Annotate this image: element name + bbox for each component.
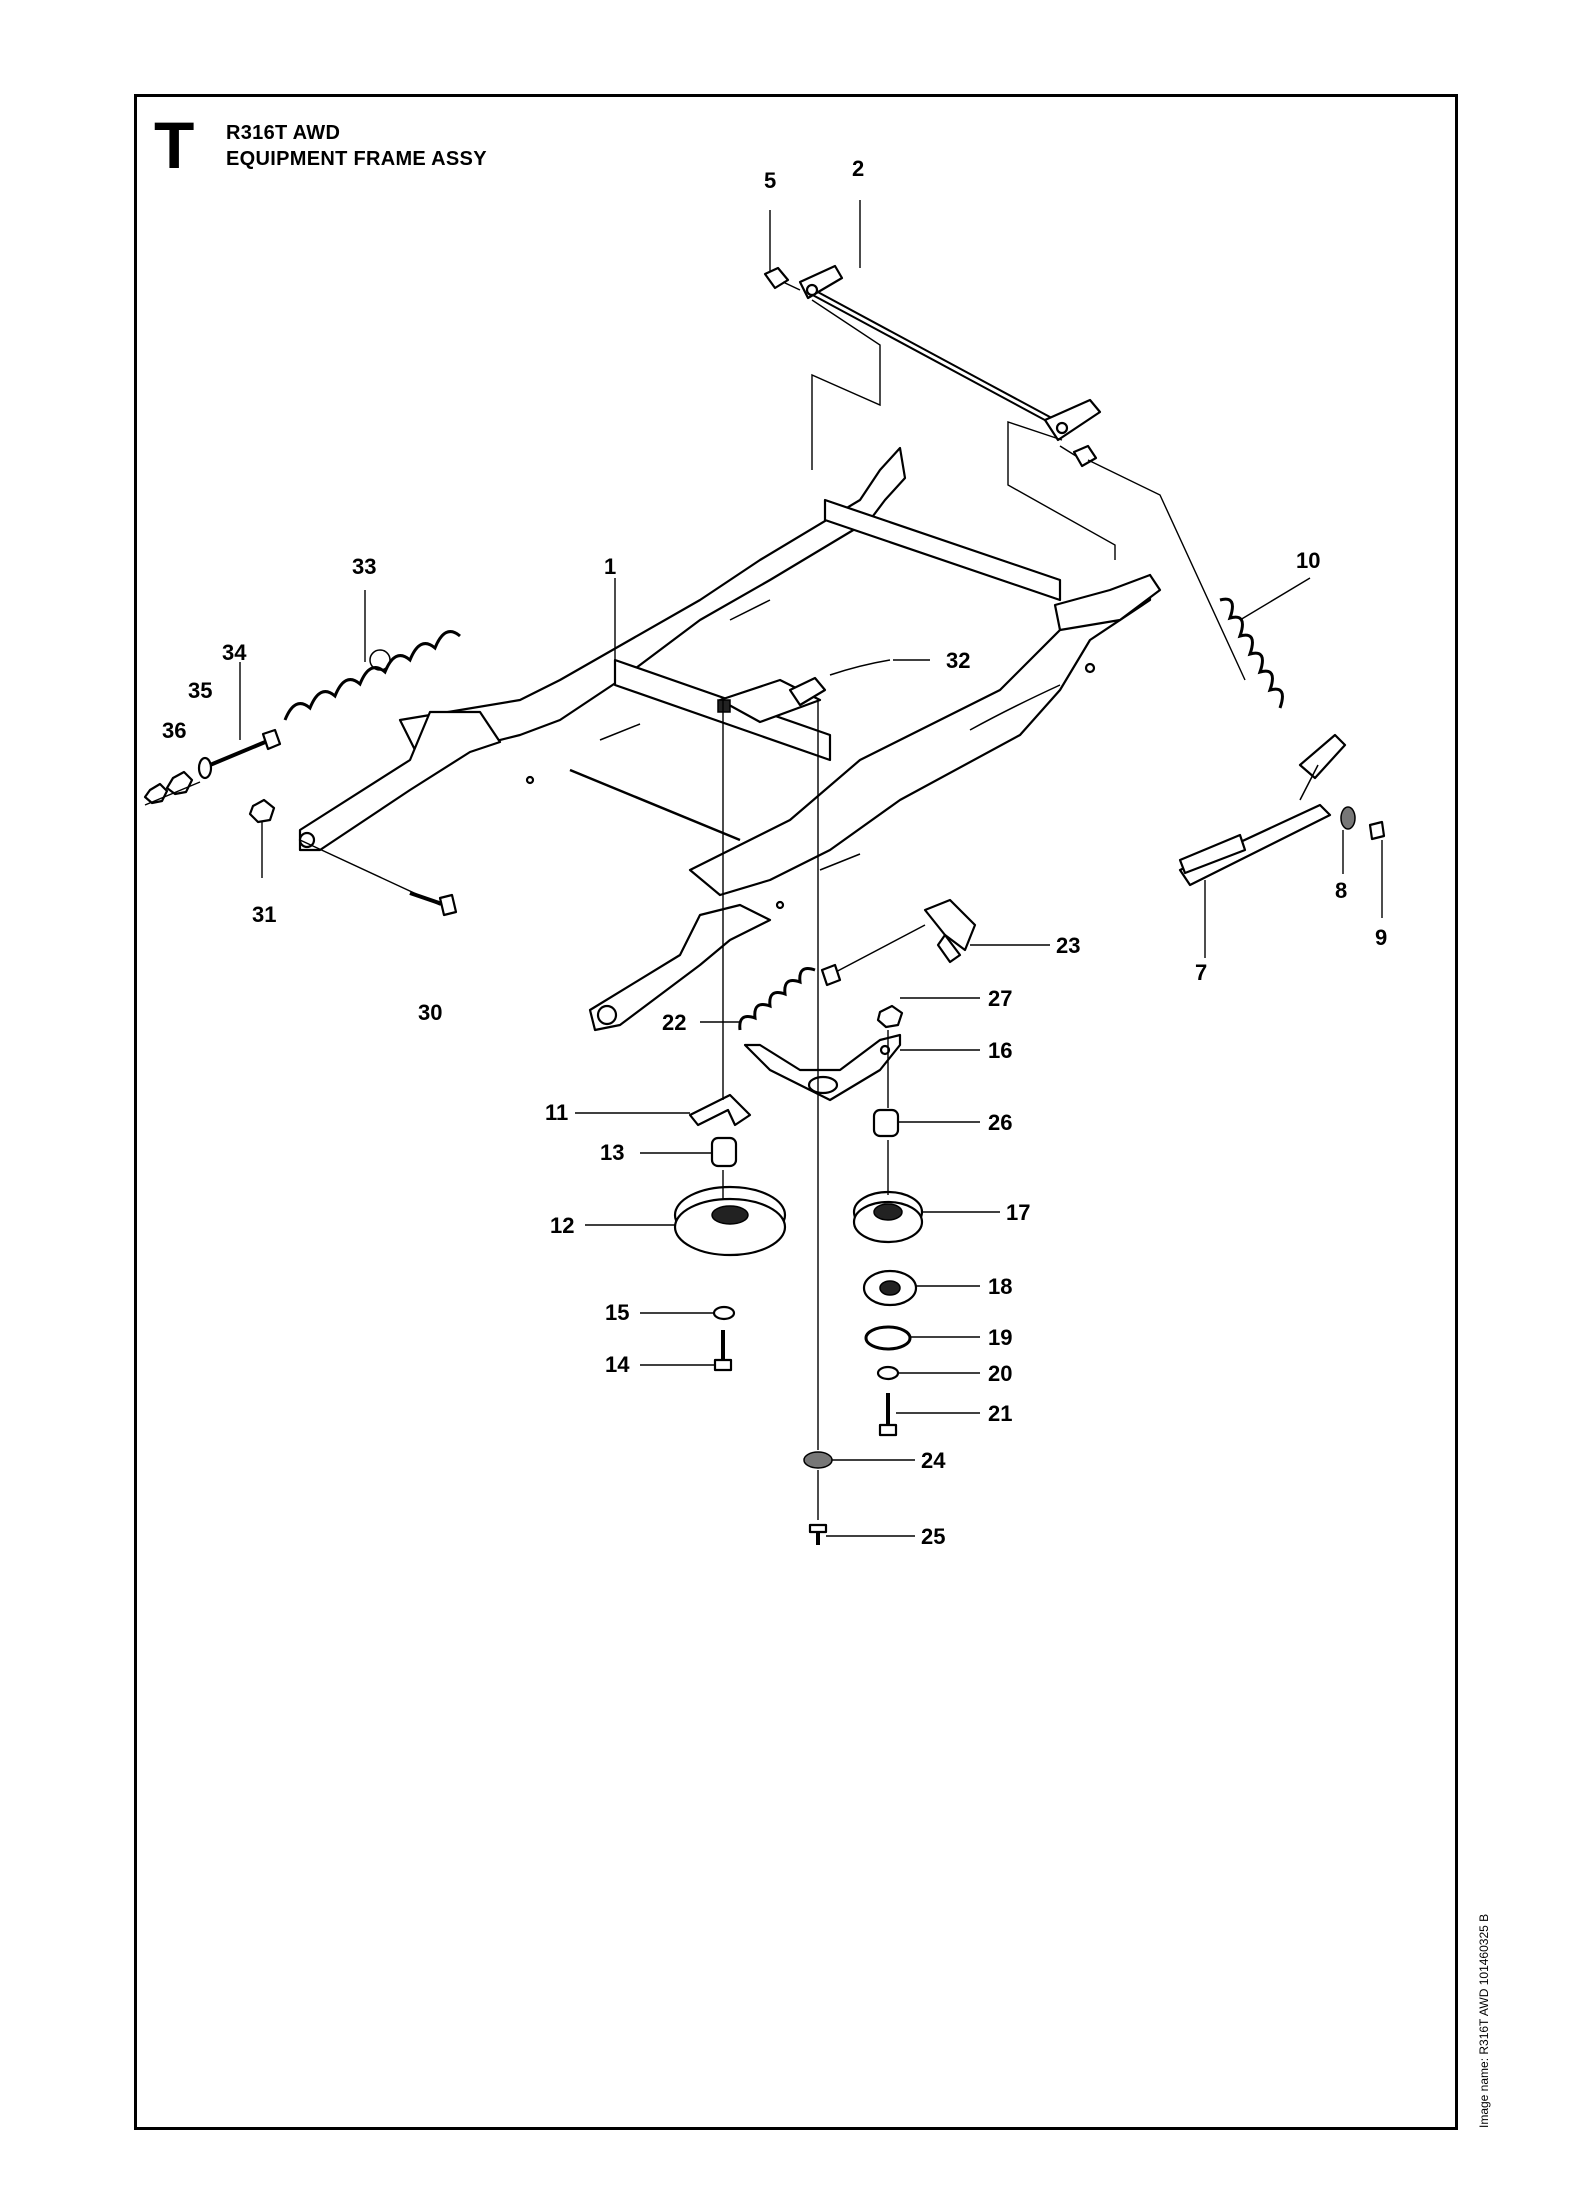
part-27-nut xyxy=(876,1004,904,1029)
callout-1: 1 xyxy=(604,554,616,579)
part-14-bolt xyxy=(713,1330,733,1372)
part-33-spring xyxy=(283,630,461,721)
part-9-screw xyxy=(1368,820,1386,841)
callout-labels: 1 2 5 7 8 9 10 11 12 13 14 15 16 17 18 1… xyxy=(162,156,1387,1549)
part-10-spring xyxy=(1219,597,1284,709)
callout-25: 25 xyxy=(921,1524,945,1549)
part-36-nut xyxy=(143,770,201,806)
callout-7: 7 xyxy=(1195,960,1207,985)
part-20-washer xyxy=(876,1365,900,1381)
assembly-guides xyxy=(811,299,1246,681)
part-5-bolt xyxy=(763,266,801,291)
callout-19: 19 xyxy=(988,1325,1012,1350)
part-31-nut xyxy=(248,798,276,878)
callout-12: 12 xyxy=(550,1213,574,1238)
part-1-main-frame xyxy=(298,446,1162,1032)
callout-23: 23 xyxy=(1056,933,1080,958)
callout-36: 36 xyxy=(162,718,186,743)
part-30-bolt xyxy=(299,839,458,917)
callout-33: 33 xyxy=(352,554,376,579)
part-21-bolt xyxy=(878,1393,898,1437)
callout-20: 20 xyxy=(988,1361,1012,1386)
callout-31: 31 xyxy=(252,902,276,927)
drawing-frame xyxy=(134,94,1458,2130)
callout-22: 22 xyxy=(662,1010,686,1035)
part-11-bracket xyxy=(688,1093,752,1127)
callout-17: 17 xyxy=(1006,1200,1030,1225)
part-23-handle xyxy=(820,898,977,987)
callout-18: 18 xyxy=(988,1274,1012,1299)
part-26-spacer xyxy=(872,1108,900,1138)
callout-24: 24 xyxy=(921,1448,946,1473)
callout-10: 10 xyxy=(1296,548,1320,573)
leader-lines xyxy=(239,200,1383,1537)
callout-2: 2 xyxy=(852,156,864,181)
part-16-idler-arm xyxy=(743,1033,902,1102)
part-24-washer xyxy=(803,1451,833,1469)
callout-15: 15 xyxy=(605,1300,629,1325)
callout-21: 21 xyxy=(988,1401,1012,1426)
part-7-lever xyxy=(1178,733,1347,887)
rod-bolt-right xyxy=(1059,444,1098,468)
center-lines xyxy=(722,700,889,1520)
callout-35: 35 xyxy=(188,678,212,703)
part-25-bolt xyxy=(808,1523,828,1545)
callout-8: 8 xyxy=(1335,878,1347,903)
part-8-washer xyxy=(1340,806,1356,830)
callout-13: 13 xyxy=(600,1140,624,1165)
callout-16: 16 xyxy=(988,1038,1012,1063)
callout-27: 27 xyxy=(988,986,1012,1011)
callout-5: 5 xyxy=(764,168,776,193)
callout-26: 26 xyxy=(988,1110,1012,1135)
part-32-pin xyxy=(788,659,891,707)
callout-11: 11 xyxy=(545,1100,568,1125)
part-15-washer xyxy=(712,1305,736,1321)
part-17-pulley xyxy=(852,1190,924,1244)
part-2-lift-rod xyxy=(798,264,1102,442)
callout-30: 30 xyxy=(418,1000,442,1025)
part-35-washer xyxy=(197,756,213,780)
callout-9: 9 xyxy=(1375,925,1387,950)
part-34-bolt xyxy=(209,728,282,767)
callout-34: 34 xyxy=(222,640,247,665)
model-title: R316T AWD xyxy=(226,122,341,144)
part-22-spring xyxy=(738,967,816,1031)
callout-14: 14 xyxy=(605,1352,630,1377)
assembly-title: EQUIPMENT FRAME ASSY xyxy=(226,148,487,170)
part-19-ring xyxy=(864,1325,912,1351)
part-18-bearing xyxy=(862,1269,918,1307)
section-letter: T xyxy=(154,108,195,182)
part-12-pulley xyxy=(673,1185,787,1257)
callout-32: 32 xyxy=(946,648,970,673)
part-13-spacer xyxy=(710,1136,738,1168)
